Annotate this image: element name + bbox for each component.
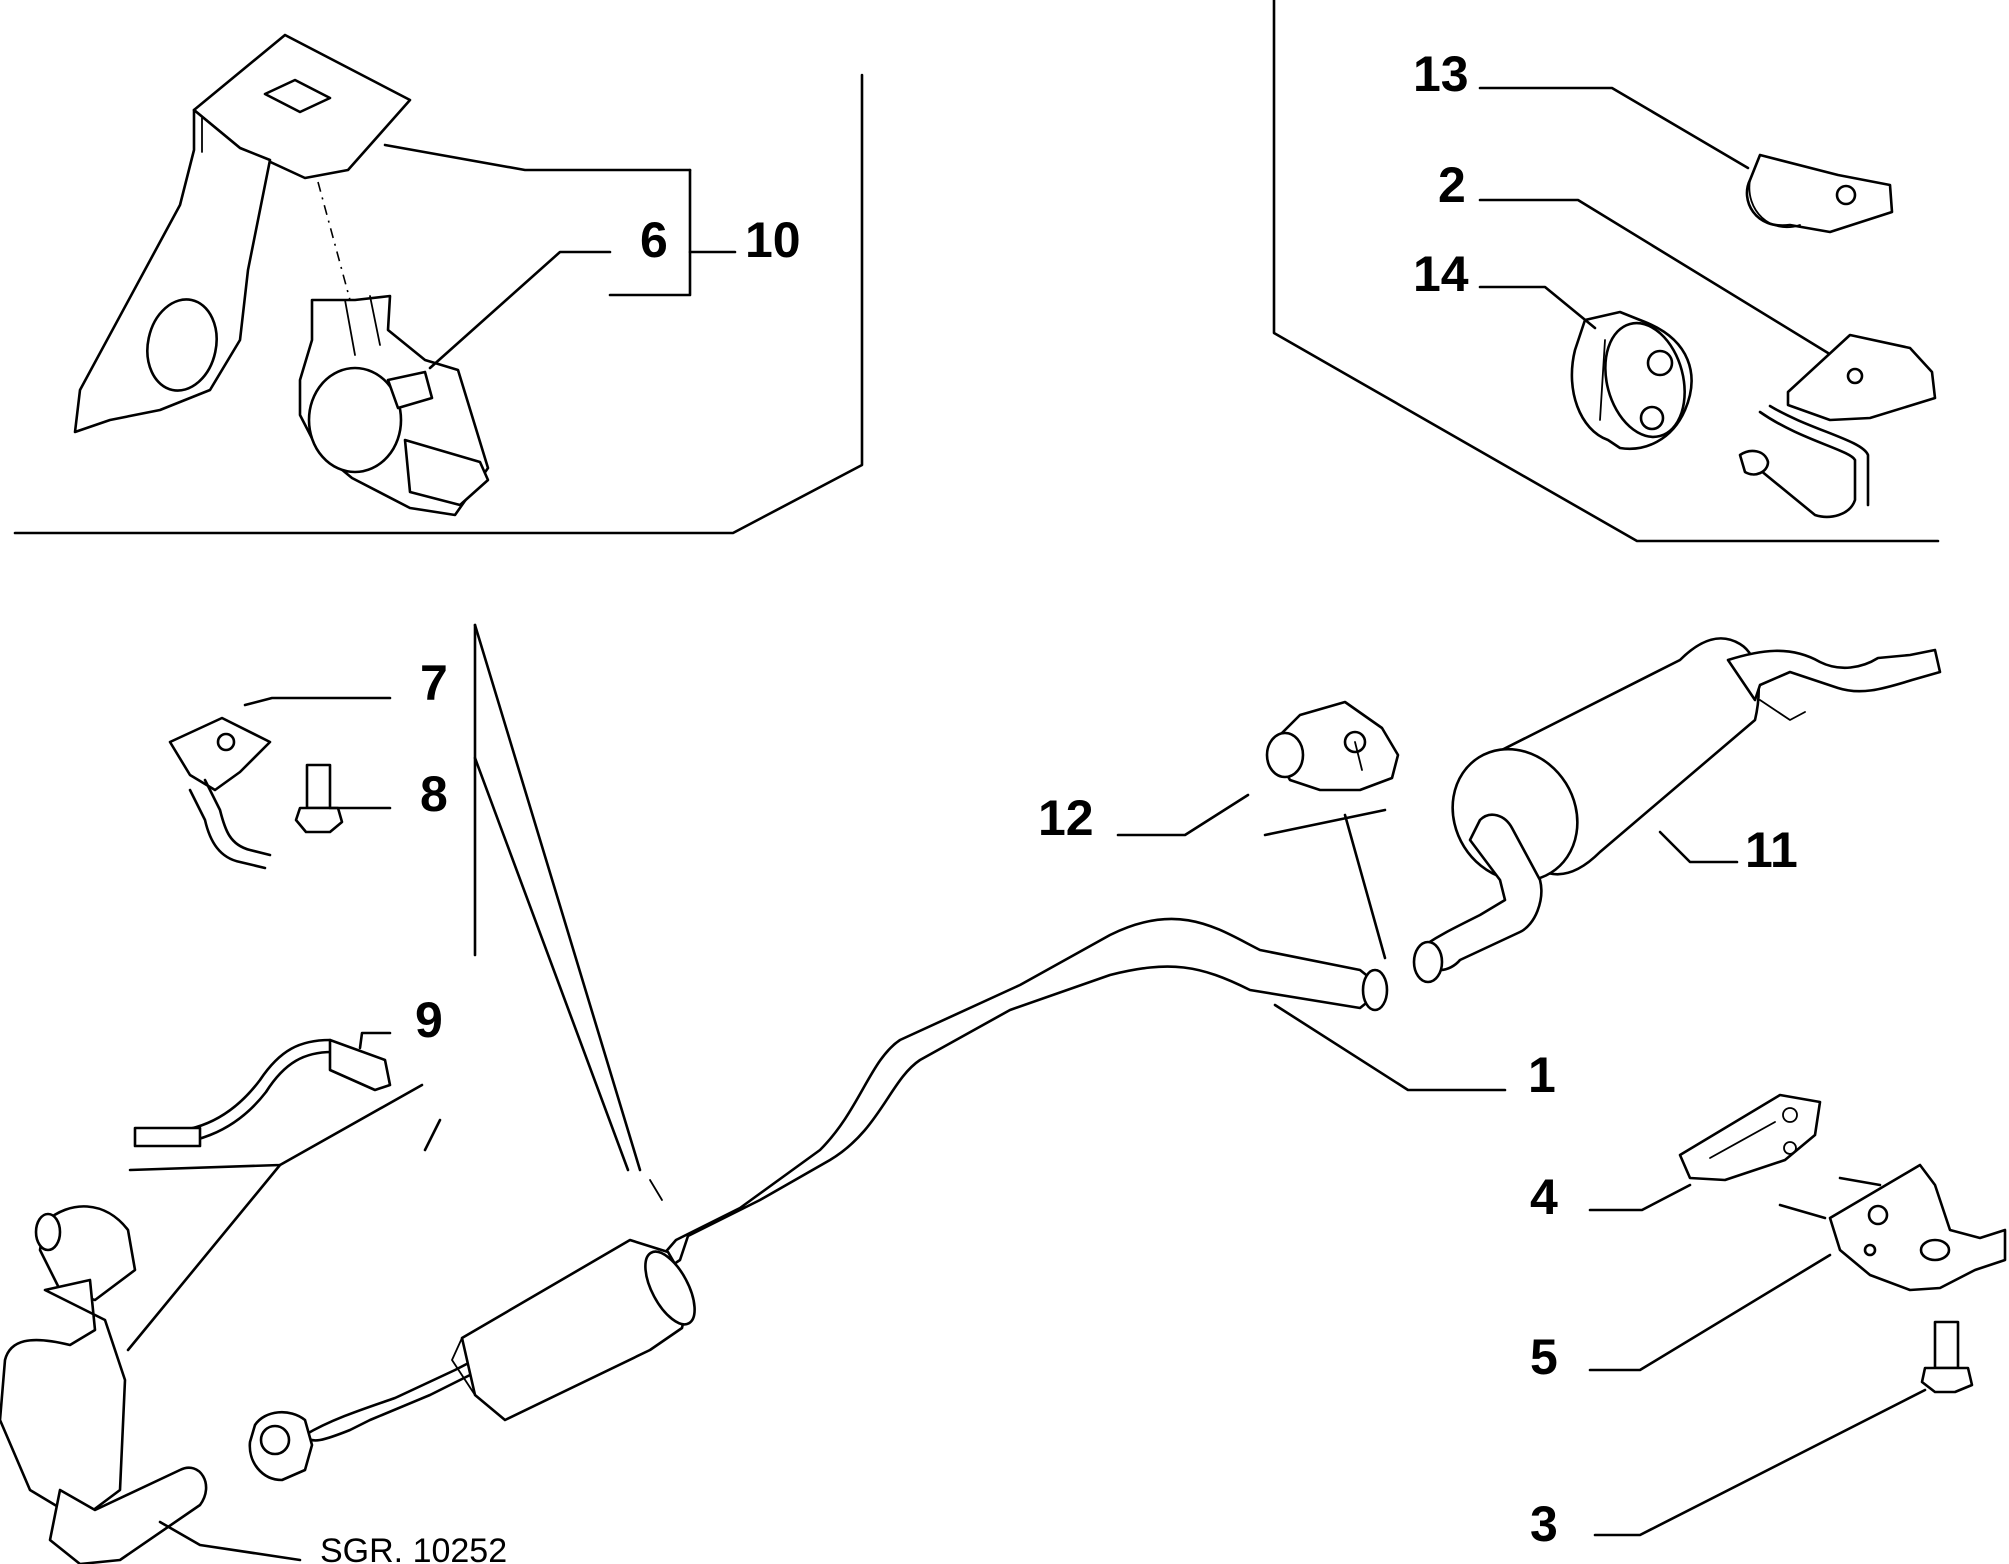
clip-part-13 bbox=[1745, 153, 1894, 234]
bracket-part-7 bbox=[168, 716, 272, 870]
callout-12: 12 bbox=[1038, 790, 1094, 846]
exhaust-pipe-part-1 bbox=[248, 917, 1389, 1482]
callout-3: 3 bbox=[1530, 1496, 1558, 1552]
rubber-mount-part-4 bbox=[1678, 1093, 1822, 1182]
bracket-part-2 bbox=[1738, 333, 1937, 519]
callout-2: 2 bbox=[1438, 157, 1466, 213]
callout-11: 11 bbox=[1745, 822, 1798, 878]
muffler-part-11 bbox=[1412, 637, 1942, 984]
callout-8: 8 bbox=[420, 766, 448, 822]
clamp-part-6 bbox=[298, 294, 490, 517]
inset-frame-top-left bbox=[13, 73, 864, 535]
callout-6: 6 bbox=[640, 212, 668, 268]
bracket-part-10 bbox=[73, 33, 412, 434]
catalytic-converter bbox=[0, 1205, 208, 1564]
callout-10: 10 bbox=[745, 212, 801, 268]
clamp-part-12 bbox=[1265, 700, 1400, 792]
callout-13: 13 bbox=[1413, 46, 1469, 102]
callout-1: 1 bbox=[1528, 1047, 1556, 1103]
rubber-hanger-part-14 bbox=[1570, 310, 1693, 451]
callout-4: 4 bbox=[1530, 1169, 1558, 1225]
assembly-dashed-line bbox=[317, 181, 351, 301]
callout-9: 9 bbox=[415, 992, 443, 1048]
leader-lines bbox=[126, 86, 1927, 1562]
bracket-part-5 bbox=[1778, 1163, 2007, 1292]
bolt-part-3 bbox=[1920, 1320, 1974, 1394]
bolt-part-8 bbox=[294, 763, 344, 834]
oxygen-sensor-part-9 bbox=[133, 1038, 392, 1148]
drawing-reference: SGR. 10252 bbox=[320, 1532, 507, 1564]
callout-7: 7 bbox=[420, 655, 448, 711]
callout-14: 14 bbox=[1413, 246, 1469, 302]
callout-5: 5 bbox=[1530, 1329, 1558, 1385]
callout-labels: 6 10 13 2 14 7 8 9 12 11 1 4 5 3 SGR. 10… bbox=[320, 46, 1798, 1564]
inset-frame-top-right bbox=[1272, 0, 1940, 543]
